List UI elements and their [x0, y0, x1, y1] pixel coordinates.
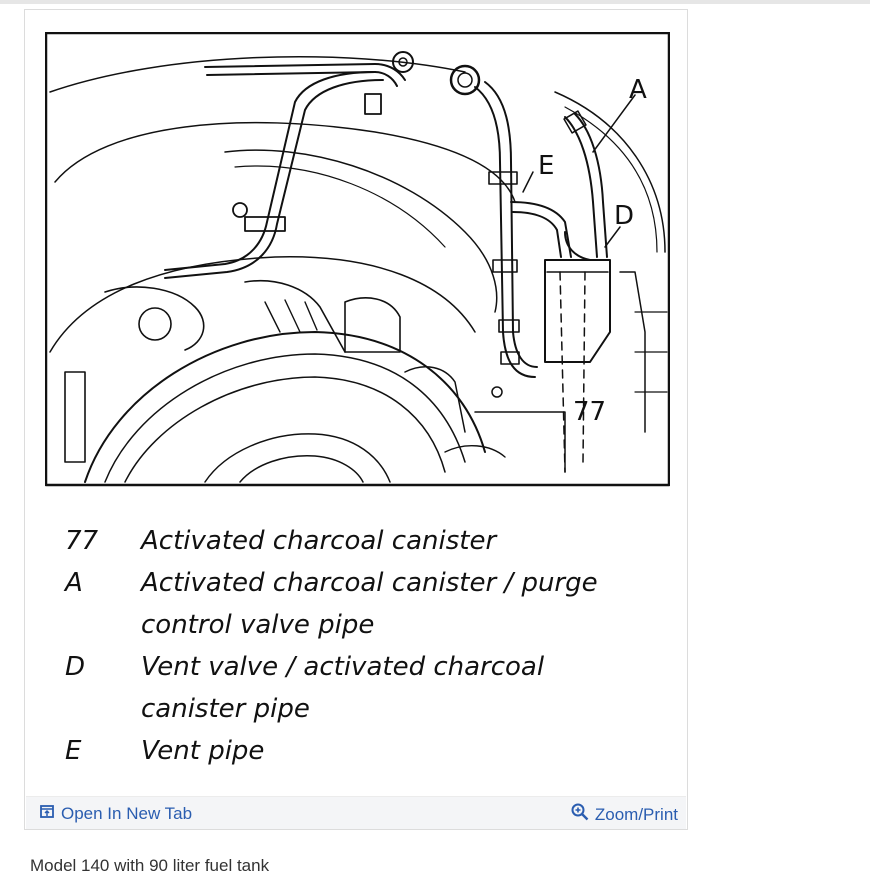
- legend-key: 77: [65, 526, 99, 556]
- magnifier-zoom-icon: [571, 803, 589, 826]
- legend-desc-line: Activated charcoal canister: [141, 526, 497, 556]
- legend-key: E: [65, 736, 82, 766]
- top-border: [0, 0, 870, 4]
- legend-desc-line: Activated charcoal canister / purge: [141, 568, 598, 598]
- zoom-print-button[interactable]: Zoom/Print: [571, 803, 678, 826]
- figure-caption: Model 140 with 90 liter fuel tank: [30, 856, 270, 875]
- legend-key: A: [65, 568, 83, 598]
- legend-row: E Vent pipe: [65, 730, 665, 772]
- legend: 77 Activated charcoal canister A Activat…: [65, 520, 665, 772]
- figure-card: A E D 77 77 Activated charcoal canister …: [24, 9, 688, 830]
- callout-77: 77: [573, 397, 606, 427]
- open-in-new-tab-button[interactable]: Open In New Tab: [39, 803, 192, 824]
- diagram-figure: A E D 77: [45, 32, 670, 487]
- callout-d: D: [614, 201, 634, 231]
- open-in-new-tab-icon: [39, 803, 55, 824]
- legend-desc-line: canister pipe: [141, 694, 310, 724]
- legend-desc: Activated charcoal canister: [141, 520, 665, 562]
- engine-bay-line-drawing: A E D 77: [45, 32, 670, 487]
- figure-toolbar: Open In New Tab Zoom/Print: [26, 796, 686, 829]
- legend-desc-line: Vent pipe: [141, 736, 265, 766]
- legend-row: 77 Activated charcoal canister: [65, 520, 665, 562]
- legend-row: A Activated charcoal canister / purge co…: [65, 562, 665, 646]
- legend-desc-line: control valve pipe: [141, 610, 375, 640]
- open-in-new-tab-label: Open In New Tab: [61, 803, 193, 823]
- legend-key: D: [65, 652, 86, 682]
- legend-row: D Vent valve / activated charcoal canist…: [65, 646, 665, 730]
- legend-desc: Vent pipe: [141, 730, 665, 772]
- callout-e: E: [538, 151, 554, 181]
- legend-desc-line: Vent valve / activated charcoal: [141, 652, 545, 682]
- zoom-print-label: Zoom/Print: [594, 804, 678, 824]
- callout-a: A: [629, 75, 647, 105]
- legend-desc: Vent valve / activated charcoal canister…: [141, 646, 665, 730]
- legend-desc: Activated charcoal canister / purge cont…: [141, 562, 665, 646]
- figure-frame: [45, 32, 670, 487]
